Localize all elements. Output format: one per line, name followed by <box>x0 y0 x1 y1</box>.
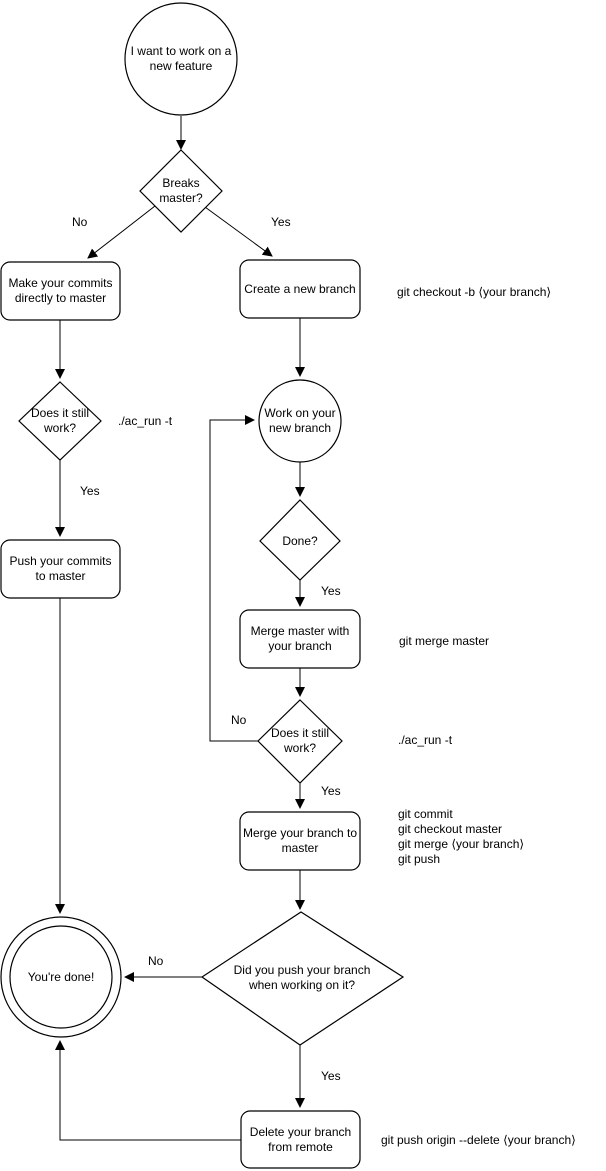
node-label-start: I want to work on a new feature <box>130 44 232 73</box>
node-done-circle-inner <box>9 925 113 1029</box>
annotation-ac-run-left: ./ac_run -t <box>118 414 173 428</box>
node-label-make-commits: Make your commits directly to master <box>8 276 113 305</box>
node-label-create-branch: Create a new branch <box>244 281 356 296</box>
node-label-did-push: Did you push your branch when working on… <box>233 963 371 992</box>
node-label-still-work-mid: Does it still work? <box>270 726 329 755</box>
edge-breaks-to-create-branch <box>204 206 273 257</box>
node-start-circle <box>124 2 238 116</box>
node-label-breaks-master: Breaks master? <box>159 176 203 205</box>
node-label-push-commits: Push your commits to master <box>9 554 112 583</box>
node-create-branch-box <box>239 259 361 319</box>
node-delete-remote-box <box>240 1110 361 1169</box>
edge-label-still-mid-yes: Yes <box>321 784 341 798</box>
node-label-work-branch: Work on your new branch <box>264 406 336 435</box>
node-breaks-master-diamond <box>139 149 223 233</box>
node-did-push-diamond <box>200 911 405 1046</box>
edge-label-did-push-yes: Yes <box>321 1069 341 1083</box>
node-label-merge-master: Merge master with your branch <box>250 624 350 653</box>
node-make-commits-box <box>0 261 121 321</box>
annotation-merge-master-cmd: git merge master <box>399 634 490 648</box>
annotation-cmd-line: git checkout master <box>398 822 503 836</box>
edge-label-breaks-yes: Yes <box>271 215 291 229</box>
annotation-delete-cmd: git push origin --delete ⟨your branch⟩ <box>381 1133 576 1147</box>
annotation-cmd-line: git push <box>398 852 441 866</box>
edge-label-done-yes: Yes <box>321 584 341 598</box>
annotation-cmd-line: git merge ⟨your branch⟩ <box>398 837 525 851</box>
edge-label-still-left-yes: Yes <box>80 484 100 498</box>
edge-label-still-mid-no: No <box>231 713 247 727</box>
node-done-diamond <box>259 499 341 581</box>
node-label-youre-done: You're done! <box>27 969 95 984</box>
edge-label-did-push-no: No <box>148 954 164 968</box>
node-merge-master-box <box>239 609 361 669</box>
node-merge-branch-box <box>239 811 361 871</box>
annotation-merge-branch-cmds: git commit git checkout master git merge… <box>398 807 524 867</box>
node-push-commits-box <box>0 539 121 599</box>
node-still-work-left-diamond <box>18 381 102 461</box>
node-label-delete-remote: Delete your branch from remote <box>249 1124 352 1154</box>
edge-delete-to-done-circle <box>55 1040 241 1141</box>
edge-breaks-to-make-commits <box>87 205 156 259</box>
node-label-still-work-left: Does it still work? <box>30 406 89 435</box>
node-label-done: Done? <box>282 533 318 548</box>
node-work-branch-circle <box>258 379 342 463</box>
node-label-merge-branch: Merge your branch to master <box>242 826 358 855</box>
annotation-checkout-cmd: git checkout -b ⟨your branch⟩ <box>397 285 552 299</box>
edge-still-work-mid-no-loop <box>209 415 258 742</box>
edge-label-breaks-no: No <box>72 215 88 229</box>
node-still-work-mid-diamond <box>257 699 343 784</box>
annotation-cmd-line: git commit <box>398 807 453 821</box>
annotation-ac-run-mid: ./ac_run -t <box>398 733 453 747</box>
